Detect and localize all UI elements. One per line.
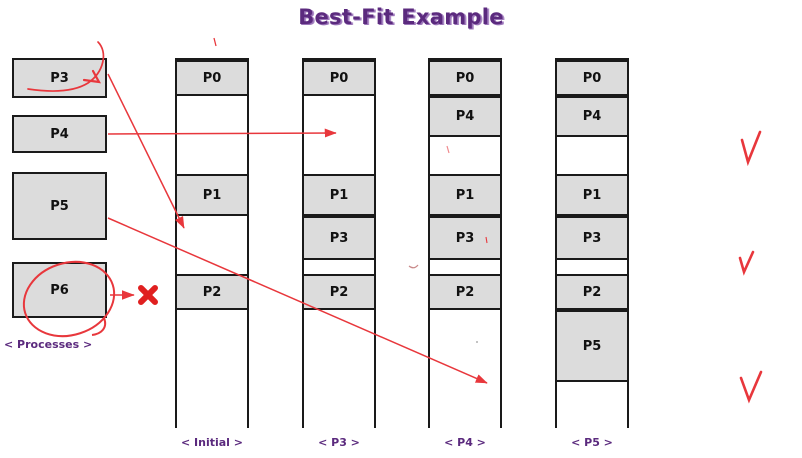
memory-block-p2[interactable]: P2	[304, 274, 374, 310]
memory-block-label: P2	[582, 284, 602, 300]
process-label: P3	[50, 70, 69, 86]
memory-block-p1[interactable]: P1	[177, 174, 247, 216]
process-label: P6	[50, 282, 69, 298]
process-label: P4	[50, 126, 69, 142]
x-mark-icon	[138, 285, 158, 305]
memory-block-label: P1	[329, 187, 349, 203]
memory-block-label: P4	[455, 109, 475, 124]
memory-block-p1[interactable]: P1	[304, 174, 374, 216]
memory-block-p1[interactable]: P1	[430, 174, 500, 216]
memory-block-p0[interactable]: P0	[557, 60, 627, 96]
memory-block-p2[interactable]: P2	[177, 274, 247, 310]
process-box-p5[interactable]: P5	[12, 172, 107, 240]
check-marks	[738, 130, 763, 404]
memory-block-label: P2	[455, 284, 475, 300]
memory-hole[interactable]	[557, 137, 627, 174]
check-2-icon	[738, 250, 755, 276]
memory-block-label: P0	[202, 70, 222, 86]
memory-block-label: P3	[329, 230, 349, 246]
memory-block-p0[interactable]: P0	[177, 60, 247, 96]
memory-block-p3[interactable]: P3	[304, 216, 374, 260]
memory-column-label-4: < P5 >	[571, 436, 613, 449]
memory-block-p0[interactable]: P0	[430, 60, 500, 96]
memory-column-label-3: < P4 >	[444, 436, 486, 449]
memory-column-label-2: < P3 >	[318, 436, 360, 449]
memory-block-label: P1	[202, 187, 222, 203]
memory-block-label: P2	[329, 284, 349, 300]
memory-hole[interactable]	[304, 96, 374, 174]
process-box-p6[interactable]: P6	[12, 262, 107, 318]
arrow-p3	[107, 73, 185, 229]
memory-block-label: P3	[582, 230, 602, 246]
process-label: P5	[50, 198, 69, 214]
process-box-p4[interactable]: P4	[12, 115, 107, 153]
process-box-p3[interactable]: P3	[12, 58, 107, 98]
memory-block-p2[interactable]: P2	[557, 274, 627, 310]
memory-block-label: P0	[582, 70, 602, 86]
memory-block-label: P1	[582, 187, 602, 203]
page-title: Best-Fit Example	[298, 5, 504, 29]
memory-hole[interactable]	[557, 260, 627, 274]
memory-block-label: P2	[202, 284, 222, 300]
memory-hole[interactable]	[430, 137, 500, 174]
memory-block-label: P0	[455, 70, 475, 86]
memory-block-label: P3	[455, 230, 475, 246]
check-1-icon	[740, 130, 762, 167]
memory-hole[interactable]	[177, 310, 247, 430]
memory-hole[interactable]	[177, 96, 247, 174]
memory-hole[interactable]	[557, 382, 627, 430]
memory-column-label-1: < Initial >	[180, 436, 243, 449]
memory-block-label: P4	[582, 109, 602, 124]
memory-block-label: P1	[455, 187, 475, 203]
memory-block-p5[interactable]: P5	[557, 310, 627, 382]
memory-hole[interactable]	[430, 310, 500, 430]
memory-hole[interactable]	[304, 310, 374, 430]
memory-block-label: P5	[582, 338, 602, 354]
memory-block-p0[interactable]: P0	[304, 60, 374, 96]
memory-block-p3[interactable]: P3	[430, 216, 500, 260]
processes-caption: < Processes >	[4, 338, 93, 351]
memory-block-p4[interactable]: P4	[430, 96, 500, 137]
memory-hole[interactable]	[430, 260, 500, 274]
memory-block-p2[interactable]: P2	[430, 274, 500, 310]
memory-block-label: P0	[329, 70, 349, 86]
memory-block-p1[interactable]: P1	[557, 174, 627, 216]
memory-block-p3[interactable]: P3	[557, 216, 627, 260]
memory-block-p4[interactable]: P4	[557, 96, 627, 137]
check-3-icon	[739, 370, 763, 404]
memory-hole[interactable]	[177, 216, 247, 274]
memory-hole[interactable]	[304, 260, 374, 274]
